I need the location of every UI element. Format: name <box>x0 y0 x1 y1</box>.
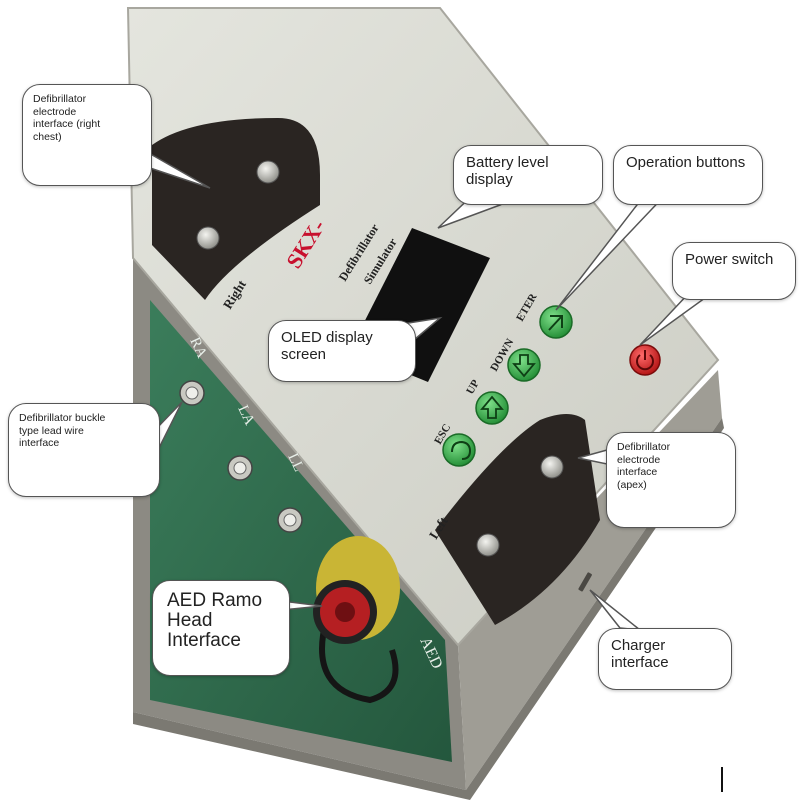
callout-tails <box>138 146 707 631</box>
enter-button[interactable] <box>539 305 573 339</box>
screw-icon <box>476 533 500 557</box>
callout-battery: Battery level display <box>453 145 603 205</box>
power-switch[interactable] <box>629 344 661 376</box>
callout-power-switch-text: Power switch <box>685 251 774 268</box>
lead-port-ll[interactable] <box>277 507 303 533</box>
callout-battery-text: Battery level display <box>466 154 549 188</box>
esc-button[interactable] <box>442 433 476 467</box>
electrode-plate-right <box>152 118 320 300</box>
callout-electrode-apex: Defibrillator electrode interface (apex) <box>606 432 736 528</box>
charger-port[interactable] <box>578 572 592 592</box>
arrow-up-icon <box>480 395 504 419</box>
callout-operation-buttons: Operation buttons <box>613 145 763 205</box>
aed-connector[interactable] <box>313 536 400 704</box>
port-label-la: LA <box>234 403 257 428</box>
callout-oled-screen-text: OLED display screen <box>281 329 373 363</box>
enter-arrow-icon <box>548 315 563 331</box>
down-button[interactable] <box>507 348 541 382</box>
callout-buckle-lead-text: Defibrillator buckle type lead wire inte… <box>19 412 106 449</box>
callout-charger: Charger interface <box>598 628 732 690</box>
screw-icon <box>540 455 564 479</box>
callout-oled-screen: OLED display screen <box>268 320 416 382</box>
callout-electrode-right-text: Defibrillator electrode interface (right… <box>33 93 101 143</box>
return-arrow-icon <box>451 440 472 460</box>
callout-charger-text: Charger interface <box>611 637 669 671</box>
arrow-down-icon <box>512 354 536 378</box>
electrode-plate-apex <box>435 414 600 625</box>
port-label-ll: LL <box>284 451 306 474</box>
lead-port-la[interactable] <box>227 455 253 481</box>
callout-electrode-apex-text: Defibrillator electrode interface (apex) <box>617 441 671 491</box>
screw-icon <box>256 160 280 184</box>
callout-power-switch: Power switch <box>672 242 796 300</box>
lead-port-ra[interactable] <box>179 380 205 406</box>
operation-buttons: ESC UP DOWN ETER <box>432 291 573 467</box>
screw-icon <box>196 226 220 250</box>
callout-aed-head-text: AED Ramo Head Interface <box>167 590 263 651</box>
callout-aed-head: AED Ramo Head Interface <box>152 580 290 676</box>
up-button[interactable] <box>475 391 509 425</box>
callout-operation-buttons-text: Operation buttons <box>626 154 746 171</box>
callout-buckle-lead: Defibrillator buckle type lead wire inte… <box>8 403 160 497</box>
power-icon <box>636 354 654 371</box>
callout-electrode-right: Defibrillator electrode interface (right… <box>22 84 152 186</box>
